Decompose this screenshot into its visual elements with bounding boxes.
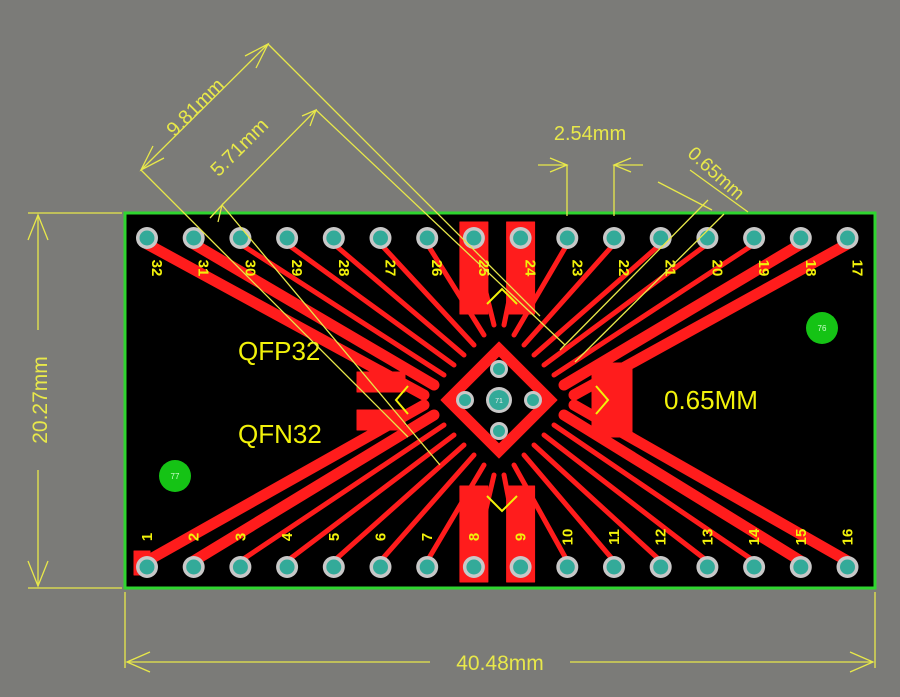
pin-label-bottom: 8 bbox=[466, 533, 483, 541]
dim-pitch-fine-label: 0.65mm bbox=[683, 143, 748, 205]
center-small-pad bbox=[490, 360, 508, 378]
pad-bottom-5 bbox=[322, 556, 345, 578]
copper-block-left-upper bbox=[356, 371, 406, 393]
pad-top-29 bbox=[276, 227, 299, 249]
pin-label-top: 30 bbox=[241, 260, 258, 277]
pin-label-top: 17 bbox=[849, 260, 866, 277]
pin-label-bottom: 7 bbox=[419, 533, 436, 541]
pad-top-23 bbox=[556, 227, 579, 249]
pin-label-top: 31 bbox=[195, 260, 212, 277]
center-small-pad bbox=[524, 391, 542, 409]
center-small-pad bbox=[490, 422, 508, 440]
pin-label-top: 22 bbox=[615, 260, 632, 277]
via-center: 71 bbox=[486, 387, 512, 413]
dim-width-label: 40.48mm bbox=[456, 652, 544, 675]
pin-label-top: 28 bbox=[335, 260, 352, 277]
through-hole-pads bbox=[136, 227, 859, 578]
pad-bottom-16 bbox=[836, 556, 859, 578]
pin-label-top: 29 bbox=[288, 260, 305, 277]
pad-bottom-7 bbox=[416, 556, 439, 578]
pin-label-top: 20 bbox=[708, 260, 725, 277]
pad-top-19 bbox=[743, 227, 766, 249]
pin-label-bottom: 11 bbox=[606, 529, 623, 545]
copper-block-right bbox=[591, 362, 633, 438]
pin-label-bottom: 12 bbox=[653, 529, 670, 546]
dim-height-label: 20.27mm bbox=[29, 356, 52, 444]
pin-label-top: 27 bbox=[382, 260, 399, 277]
pad-top-30 bbox=[229, 227, 252, 249]
pad-top-32 bbox=[136, 227, 158, 249]
pad-bottom-11 bbox=[603, 556, 625, 578]
pin-label-bottom: 2 bbox=[186, 533, 203, 541]
pad-top-26 bbox=[416, 227, 439, 249]
pin-label-top: 26 bbox=[428, 260, 445, 277]
pin-label-bottom: 10 bbox=[559, 529, 576, 546]
dim-pitch-dip-label: 2.54mm bbox=[554, 123, 626, 145]
pad-bottom-12 bbox=[649, 556, 672, 578]
pin-label-bottom: 3 bbox=[232, 533, 249, 541]
pin-label-top: 23 bbox=[568, 260, 585, 277]
via-right: 76 bbox=[806, 312, 838, 344]
qfn32-label: QFN32 bbox=[238, 419, 322, 449]
pin-label-bottom: 1 bbox=[139, 533, 156, 541]
pin-label-bottom: 5 bbox=[326, 533, 343, 541]
pad-bottom-10 bbox=[556, 556, 579, 578]
pin-label-top: 24 bbox=[522, 260, 539, 277]
pin-label-bottom: 15 bbox=[793, 529, 810, 546]
pad-top-28 bbox=[322, 227, 345, 249]
pad-bottom-6 bbox=[369, 556, 392, 578]
pin-label-bottom: 9 bbox=[513, 533, 530, 541]
pad-bottom-13 bbox=[696, 556, 719, 578]
pad-bottom-3 bbox=[229, 556, 252, 578]
svg-text:71: 71 bbox=[495, 398, 503, 405]
arrow-up-mark bbox=[486, 287, 518, 305]
pin-label-top: 18 bbox=[802, 260, 819, 277]
via-left: 77 bbox=[159, 460, 191, 492]
pin-label-bottom: 4 bbox=[279, 532, 296, 541]
pad-top-24 bbox=[509, 227, 532, 249]
qfp32-label: QFP32 bbox=[238, 336, 320, 366]
pin-label-bottom: 14 bbox=[746, 528, 763, 545]
pad-bottom-9 bbox=[509, 556, 532, 578]
arrow-left-mark bbox=[394, 385, 409, 415]
dim-diag-inner-label: 5.71mm bbox=[206, 114, 273, 181]
pin-number-labels: 3213123032942852762672582492310221121122… bbox=[139, 260, 866, 546]
pad-top-22 bbox=[603, 227, 625, 249]
pad-top-25 bbox=[462, 227, 485, 249]
pad-bottom-1 bbox=[136, 556, 158, 578]
pad-bottom-2 bbox=[182, 556, 205, 578]
pad-bottom-14 bbox=[743, 556, 766, 578]
pin-label-top: 19 bbox=[755, 260, 772, 277]
pad-bottom-15 bbox=[789, 556, 812, 578]
pin-label-bottom: 16 bbox=[840, 529, 857, 546]
svg-text:77: 77 bbox=[171, 472, 180, 481]
pad-bottom-8 bbox=[462, 556, 485, 578]
dimension-lines bbox=[27, 42, 876, 673]
pad-bottom-4 bbox=[276, 556, 299, 578]
pad-top-17 bbox=[836, 227, 859, 249]
pad-top-18 bbox=[789, 227, 812, 249]
pin-label-bottom: 13 bbox=[699, 529, 716, 546]
arrow-down-mark bbox=[486, 495, 518, 513]
pitch-mm-label: 0.65MM bbox=[664, 385, 758, 415]
pin-label-top: 32 bbox=[148, 260, 165, 277]
silkscreen bbox=[394, 287, 610, 513]
arrow-right-mark bbox=[595, 385, 610, 415]
dim-diag-outer-label: 9.81mm bbox=[162, 74, 229, 141]
pad-top-21 bbox=[649, 227, 672, 249]
svg-text:76: 76 bbox=[818, 324, 827, 333]
pad-top-31 bbox=[182, 227, 205, 249]
pad-top-27 bbox=[369, 227, 392, 249]
pin-label-bottom: 6 bbox=[373, 533, 390, 541]
center-small-pad bbox=[456, 391, 474, 409]
